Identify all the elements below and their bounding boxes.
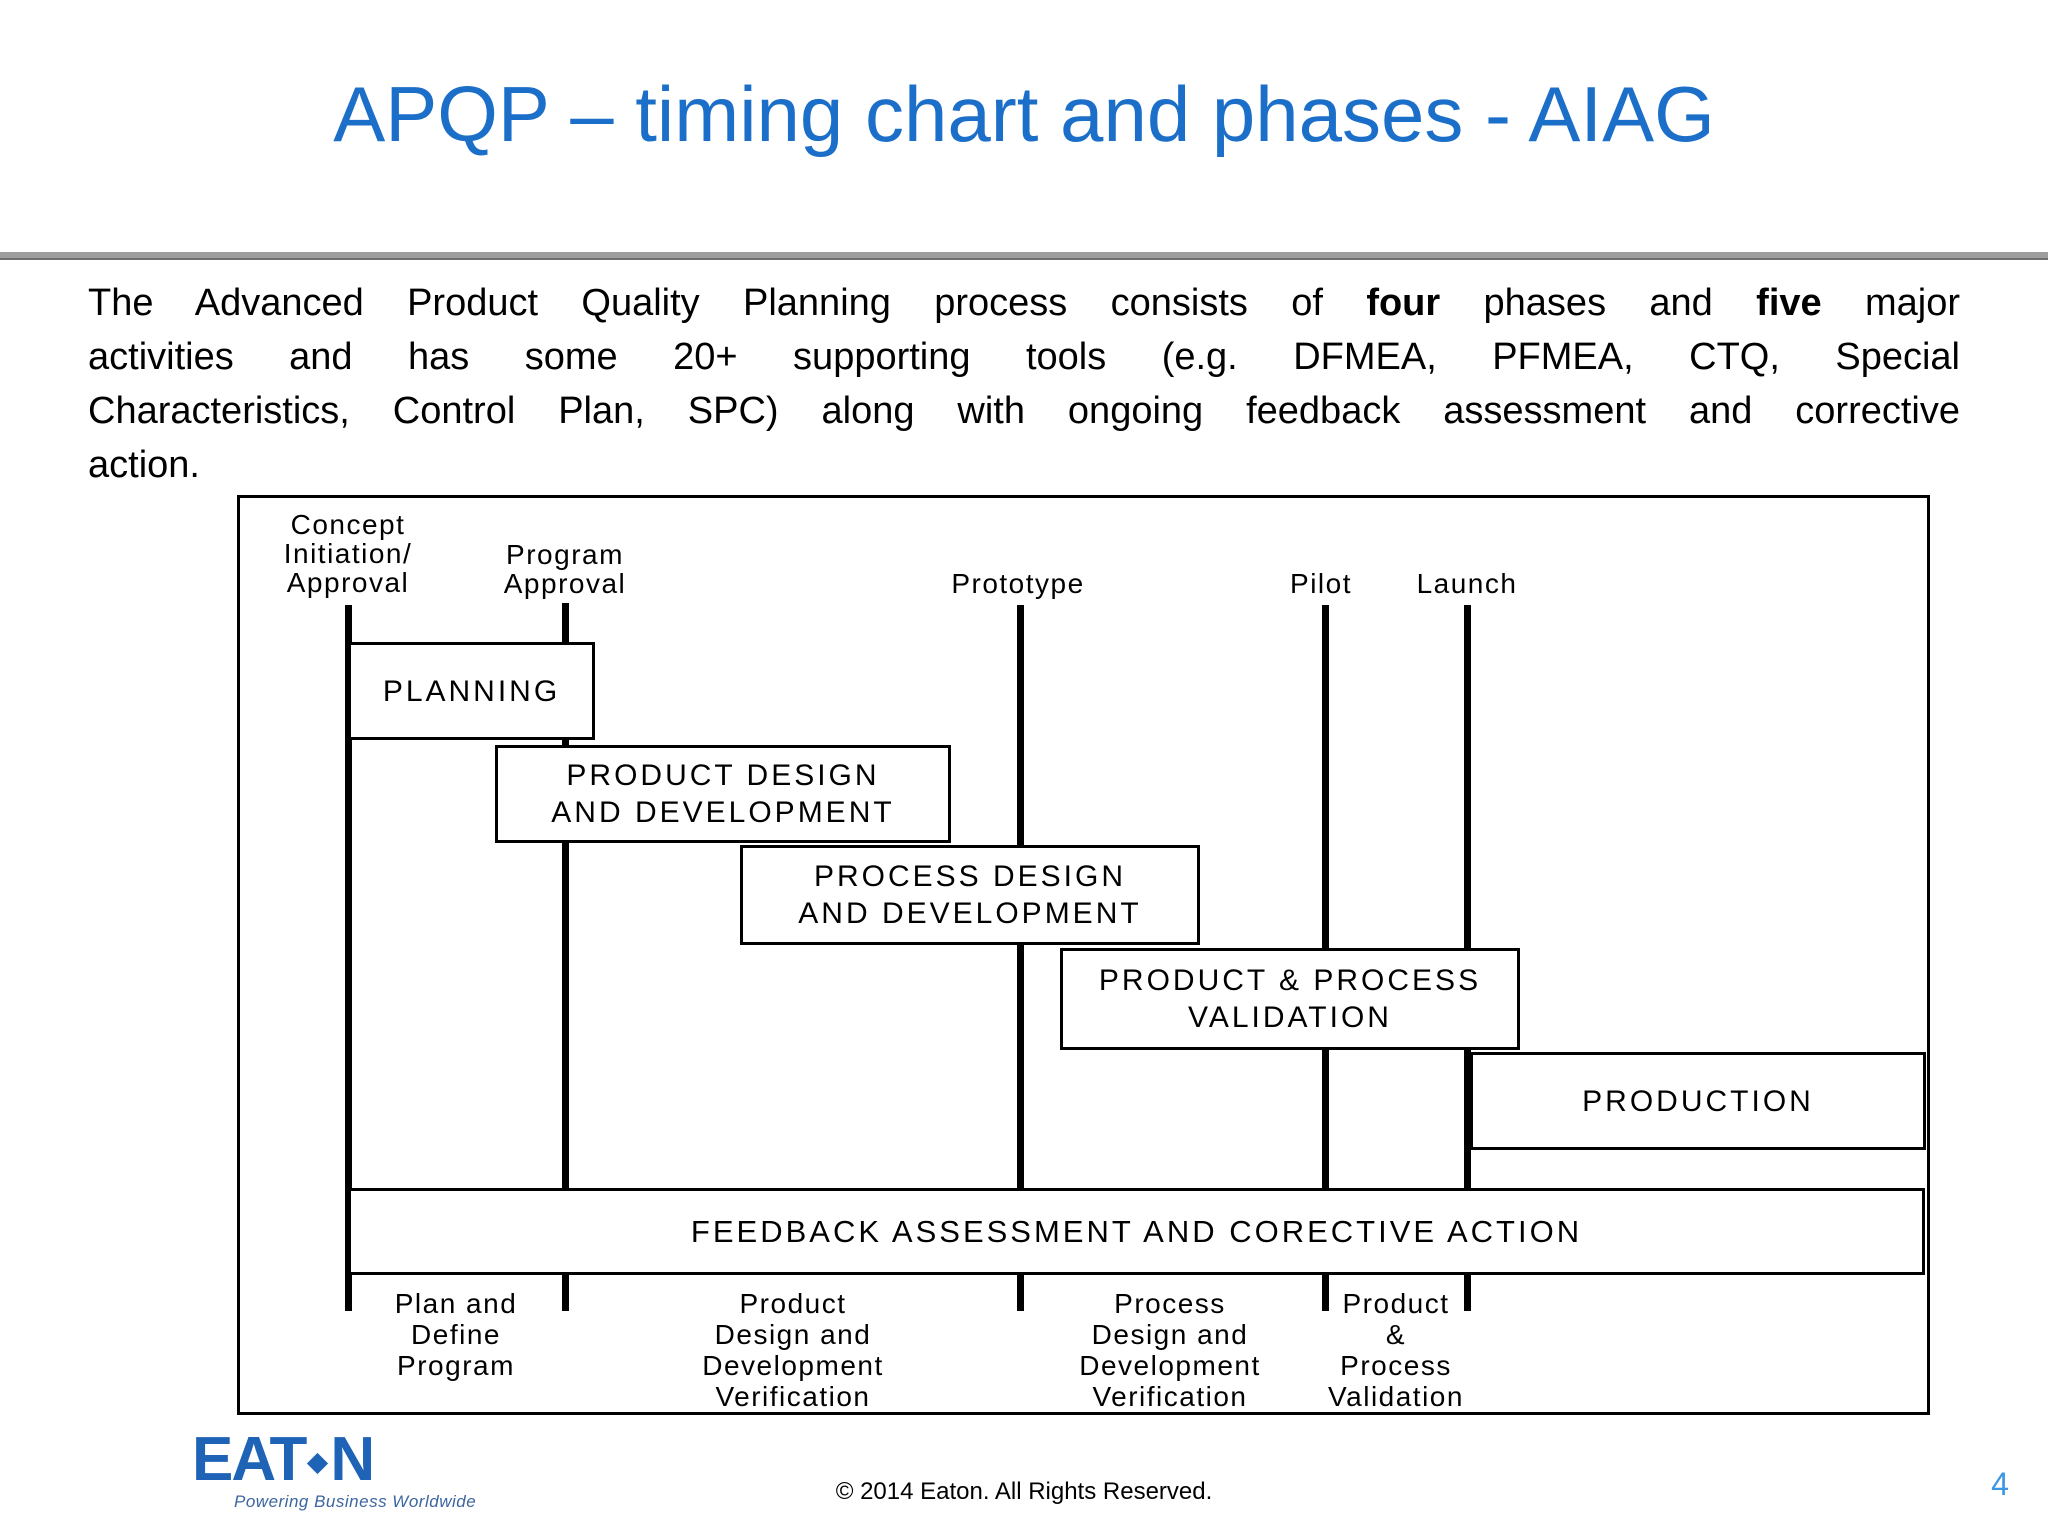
milestone-label-pilot: Pilot: [1290, 568, 1352, 599]
activity-label-plan-define: Plan and Define Program: [394, 1288, 518, 1381]
page-number: 4: [1991, 1466, 2009, 1502]
phase-box-production: PRODUCTION: [1470, 1052, 1926, 1150]
intro-bold-four: four: [1366, 282, 1441, 324]
milestone-label-program: Program Approval: [503, 539, 627, 599]
timeline-prototype: [1017, 605, 1024, 1311]
intro-line-1: The Advanced Product Quality Planning pr…: [88, 276, 1960, 330]
eaton-logo-wordmark: EAT N: [192, 1425, 476, 1494]
milestone-label-launch: Launch: [1416, 568, 1518, 599]
eaton-logo-diamond-icon: [307, 1452, 329, 1474]
phase-box-product-design: PRODUCT DESIGN AND DEVELOPMENT: [495, 745, 951, 843]
title-divider: [0, 252, 2048, 260]
activity-label-product-verification: Product Design and Development Verificat…: [702, 1288, 884, 1412]
intro-line-2: activities and has some 20+ supporting t…: [88, 336, 1960, 378]
phase-box-process-design: PROCESS DESIGN AND DEVELOPMENT: [740, 845, 1200, 945]
intro-line-4: action.: [88, 444, 200, 486]
milestone-label-prototype: Prototype: [951, 568, 1085, 599]
intro-line-3: Characteristics, Control Plan, SPC) alon…: [88, 390, 1960, 432]
activity-label-process-verification: Process Design and Development Verificat…: [1079, 1288, 1261, 1412]
timeline-concept-approval: [345, 605, 352, 1311]
copyright-text: © 2014 Eaton. All Rights Reserved.: [835, 1478, 1213, 1505]
intro-text: The Advanced Product Quality Planning pr…: [88, 282, 1367, 324]
activity-label-product-process-validation: Product & Process Validation: [1328, 1288, 1464, 1412]
phase-box-planning: PLANNING: [348, 642, 595, 740]
intro-text: phases and: [1440, 282, 1757, 324]
intro-text: major: [1821, 282, 1961, 324]
eaton-logo-text-left: EAT: [192, 1425, 307, 1494]
milestone-label-concept: Concept Initiation/ Approval: [283, 509, 413, 598]
eaton-logo-text-right: N: [330, 1425, 375, 1494]
intro-bold-five: five: [1756, 282, 1822, 324]
intro-paragraph: The Advanced Product Quality Planning pr…: [88, 276, 1960, 492]
feedback-bar: FEEDBACK ASSESSMENT AND CORECTIVE ACTION: [348, 1188, 1925, 1275]
apqp-timing-diagram: Concept Initiation/ Approval Program App…: [237, 495, 1930, 1415]
eaton-logo: EAT N Powering Business Worldwide: [192, 1425, 477, 1512]
page-title: APQP – timing chart and phases - AIAG: [333, 70, 1715, 158]
timeline-program-approval: [562, 603, 569, 1311]
eaton-logo-tagline: Powering Business Worldwide: [234, 1492, 477, 1511]
phase-box-validation: PRODUCT & PROCESS VALIDATION: [1060, 948, 1520, 1050]
